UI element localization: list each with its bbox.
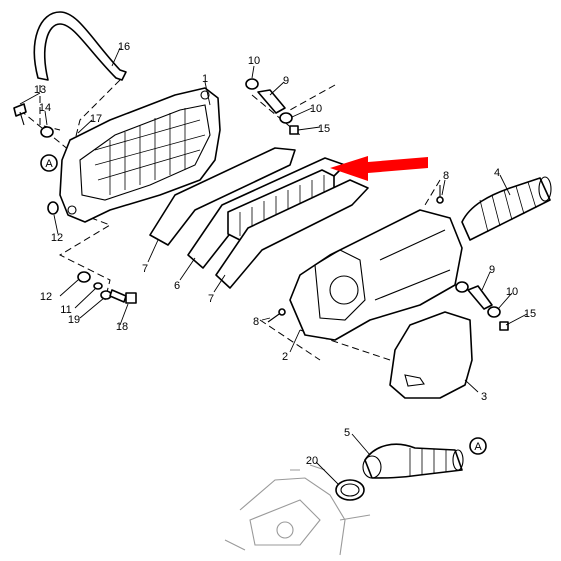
gasket-7-right (215, 179, 369, 289)
clamp-10-lower (455, 281, 469, 293)
callout-15b: 15 (524, 308, 536, 320)
callout-10c: 10 (506, 286, 518, 298)
callout-12b: 12 (40, 291, 52, 303)
callout-10a: 10 (248, 55, 260, 67)
intake-snorkel (461, 176, 552, 241)
callout-12a: 12 (51, 232, 63, 244)
screw-8-upper (436, 185, 444, 204)
callout-11: 11 (60, 304, 71, 316)
callout-18: 18 (116, 321, 128, 333)
callout-19: 19 (68, 314, 80, 326)
callout-20: 20 (306, 455, 318, 467)
clamp-10-mid (279, 112, 293, 124)
callout-3: 3 (481, 391, 487, 403)
plug-15-upper (289, 125, 299, 135)
plug-15-lower (499, 321, 509, 331)
filter-cover-front (289, 209, 463, 341)
callout-13: 13 (34, 84, 46, 96)
collar-11 (93, 282, 103, 290)
filter-case-rear (59, 87, 221, 223)
connector-label: A (45, 158, 53, 170)
intake-duct (362, 443, 464, 479)
callout-2: 2 (282, 351, 288, 363)
connector-label: A (474, 441, 482, 453)
callout-14: 14 (39, 102, 51, 114)
callout-8a: 8 (443, 170, 449, 182)
screw-8-lower (267, 308, 286, 323)
connector-marker-a-bottom: A (469, 437, 487, 455)
callout-5: 5 (344, 427, 350, 439)
callout-10b: 10 (310, 103, 322, 115)
outer-cover (389, 311, 473, 399)
callout-1: 1 (202, 73, 208, 85)
grommet-12-upper (47, 201, 59, 215)
callout-9b: 9 (489, 264, 495, 276)
callout-labels: 1 2 3 4 5 6 7 7 8 8 9 9 10 10 10 11 12 1… (34, 41, 536, 467)
callout-16: 16 (118, 41, 130, 53)
grommet-14 (40, 126, 54, 138)
hose-clamp (335, 479, 365, 501)
callout-6: 6 (174, 280, 180, 292)
callout-7a: 7 (142, 263, 148, 275)
gasket-7-left (149, 147, 296, 246)
bolt-18 (109, 289, 137, 304)
leader-lines (19, 47, 528, 485)
callout-15a: 15 (318, 123, 330, 135)
clamp-10-bottom (487, 306, 501, 318)
callout-17: 17 (90, 113, 102, 125)
callout-9a: 9 (283, 75, 289, 87)
callout-7b: 7 (208, 293, 214, 305)
hose-9-upper (257, 89, 286, 114)
breather-hose (33, 11, 127, 81)
clamp-10-upper (245, 78, 259, 90)
hose-9-lower (467, 285, 493, 310)
washer-12-lower (77, 271, 91, 283)
callout-8b: 8 (253, 316, 259, 328)
engine-outline (224, 464, 371, 556)
bolt-13 (13, 103, 27, 126)
red-arrow-icon (330, 156, 428, 181)
callout-4: 4 (494, 167, 500, 179)
connector-marker-a-top: A (40, 154, 58, 172)
